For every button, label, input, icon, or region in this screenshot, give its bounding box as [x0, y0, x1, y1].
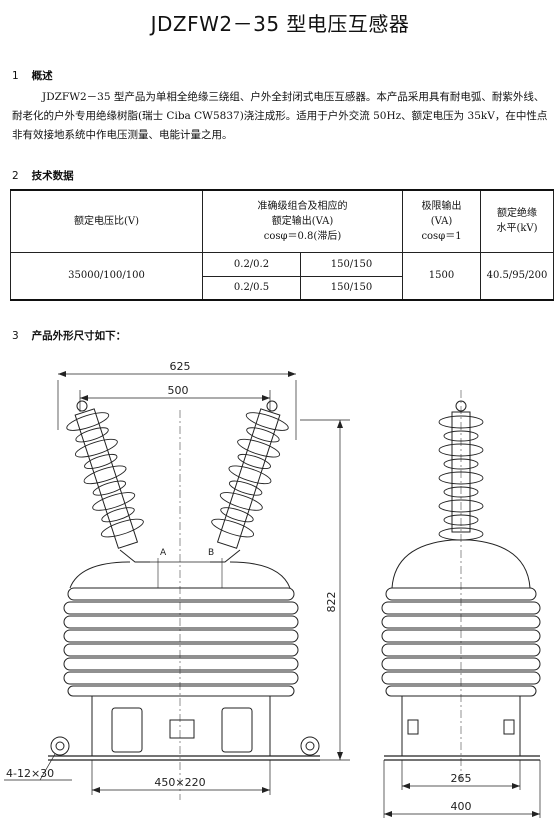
section-2-number: 2 [12, 170, 19, 182]
dim-holes-label: 4-12×30 [6, 767, 54, 780]
header-accuracy: 准确级组合及相应的 额定输出(VA) cosφ＝0.8(滞后) [202, 189, 403, 253]
table-row: 0.2/0.5 150/150 [11, 275, 554, 301]
dim-400-label: 400 [451, 800, 472, 813]
header-insulation: 额定绝缘 水平(kV) [480, 189, 554, 253]
cell-ratio: 35000/100/100 [10, 251, 203, 301]
section-1-number: 1 [12, 70, 19, 82]
section-1-title: 概述 [31, 70, 53, 82]
header-ratio: 额定电压比(V) [10, 189, 203, 253]
side-view: 265 400 [381, 390, 541, 818]
technical-data-table: 额定电压比(V) 准确级组合及相应的 额定输出(VA) cosφ＝0.8(滞后)… [10, 189, 554, 301]
cell-class: 0.2/0.2 [202, 251, 301, 277]
cell-output: 150/150 [300, 251, 403, 277]
section-2-title: 技术数据 [31, 170, 74, 182]
cell-limit: 1500 [402, 251, 481, 301]
cell-output: 150/150 [300, 275, 403, 301]
dim-625-label: 625 [170, 360, 191, 373]
header-accuracy-line1: 准确级组合及相应的 [257, 200, 348, 212]
cell-class: 0.2/0.5 [202, 275, 301, 301]
header-insulation-line1: 额定绝缘 [497, 208, 537, 220]
header-accuracy-line2: 额定输出(VA) [271, 215, 334, 227]
overview-paragraph: JDZFW2－35 型产品为单相全绝缘三绕组、户外全封闭式电压互感器。本产品采用… [12, 91, 548, 141]
section-3-heading: 3 产品外形尺寸如下： [12, 328, 126, 343]
section-3-number: 3 [12, 330, 19, 342]
section-2-heading: 2 技术数据 [12, 168, 74, 183]
header-limit-line1: 极限输出 [421, 200, 462, 212]
header-limit-output: 极限输出 (VA) cosφ＝1 [402, 189, 481, 253]
table-header-row: 额定电压比(V) 准确级组合及相应的 额定输出(VA) cosφ＝0.8(滞后)… [10, 189, 554, 253]
dim-450x220-label: 450×220 [154, 776, 205, 789]
page-title: JDZFW2－35 型电压互感器 [150, 12, 410, 36]
dim-500-label: 500 [168, 384, 189, 397]
section-1-heading: 1 概述 [12, 68, 53, 83]
table-row: 35000/100/100 0.2/0.2 150/150 1500 40.5/… [10, 251, 554, 301]
dimension-drawing: 625 500 [4, 360, 541, 818]
cell-insulation: 40.5/95/200 [480, 251, 554, 301]
section-3-title: 产品外形尺寸如下： [31, 330, 127, 342]
header-accuracy-line3: cosφ＝0.8(滞后) [263, 230, 342, 242]
dim-822-label: 822 [325, 592, 338, 613]
terminal-b-label: B [208, 548, 214, 558]
dim-265-label: 265 [451, 772, 472, 785]
header-insulation-line2: 水平(kV) [496, 223, 538, 235]
front-view: 625 500 [4, 360, 350, 800]
terminal-a-label: A [160, 548, 167, 558]
header-limit-line2: (VA) [430, 215, 453, 227]
header-limit-line3: cosφ＝1 [421, 230, 462, 242]
